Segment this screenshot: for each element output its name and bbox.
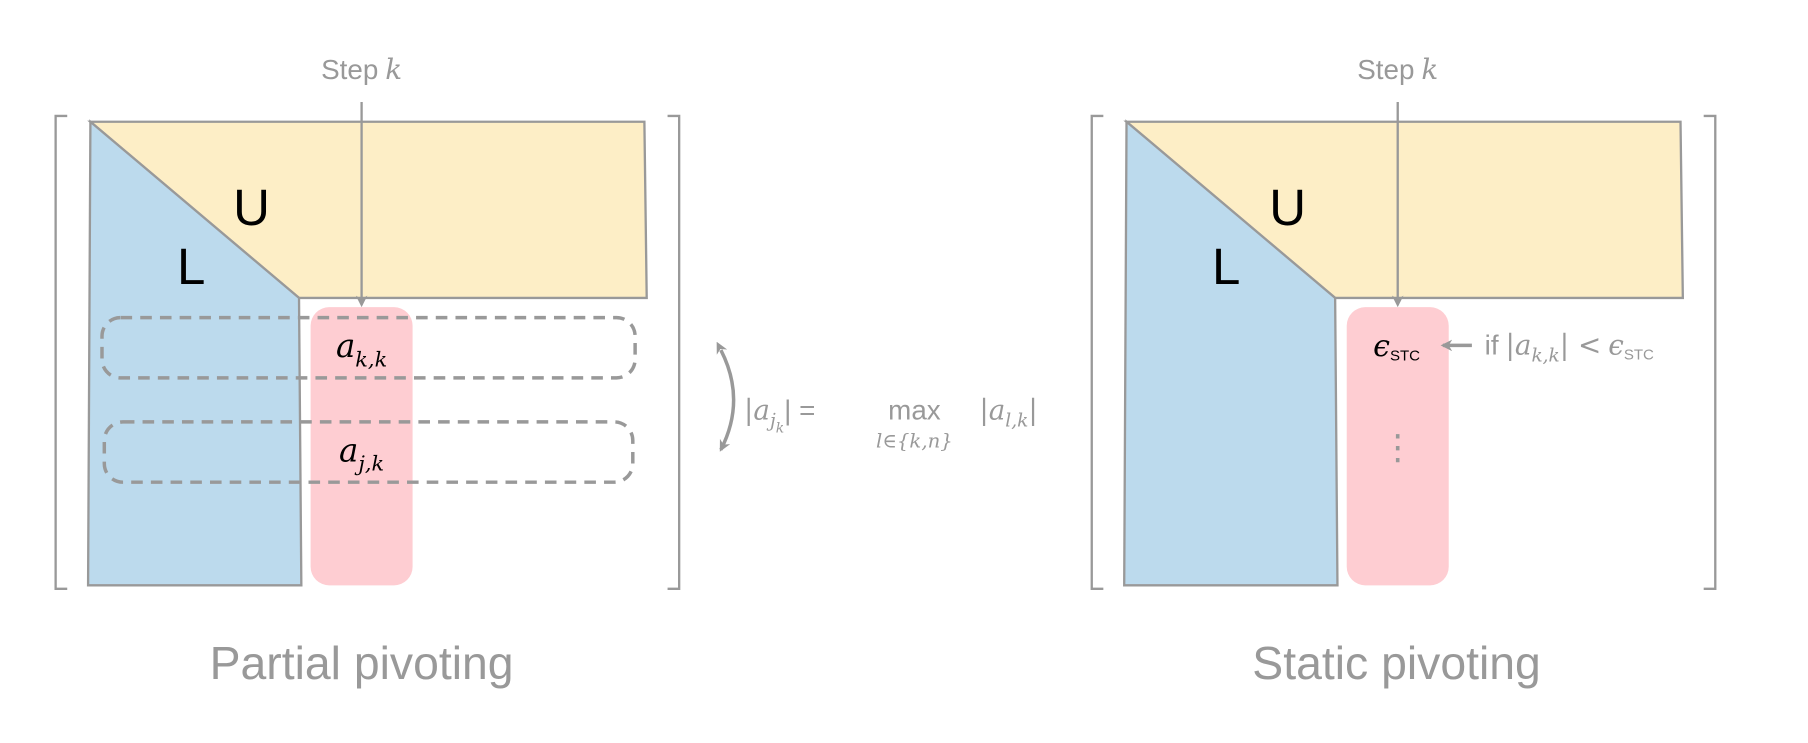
condition-text: if |ak,k| < ϵSTC	[1485, 329, 1654, 367]
svg-text:|al,k|: |al,k|	[979, 394, 1037, 432]
epsilon-stc: ϵSTC	[1373, 329, 1420, 365]
lower-triangular-l	[1123, 119, 1339, 587]
static-pivoting-panel: Step k U L ϵSTC if |ak,k| < ϵSTC ⋮ Stati…	[1090, 53, 1717, 689]
right-bracket	[667, 114, 681, 590]
svg-text:|ajk| =: |ajk| =	[744, 394, 815, 437]
l-label: L	[177, 238, 205, 295]
pivot-column	[1346, 307, 1449, 586]
svg-text:l∈{k,n}: l∈{k,n}	[876, 429, 953, 452]
left-bracket	[1090, 114, 1104, 590]
entry-a-kk: ak,k	[336, 327, 387, 371]
left-bracket	[54, 114, 68, 590]
l-label: L	[1212, 238, 1240, 295]
caption-static-pivoting: Static pivoting	[1252, 637, 1541, 689]
max-formula: |ajk| = max l∈{k,n} |al,k|	[744, 394, 1038, 453]
row-k-highlight	[100, 315, 637, 380]
vertical-dots: ⋮	[1380, 429, 1415, 467]
partial-pivoting-panel: Step k U L ak,k aj,k |ajk| = max l∈{k,n}…	[54, 53, 1038, 689]
swap-arrow-icon	[716, 341, 736, 452]
caption-partial-pivoting: Partial pivoting	[210, 637, 514, 689]
svg-text:max: max	[888, 395, 941, 426]
step-label: Step k	[1357, 53, 1438, 86]
row-j-highlight	[102, 420, 635, 484]
lower-triangular-l	[86, 119, 303, 587]
u-label: U	[233, 179, 270, 236]
u-label: U	[1269, 179, 1306, 236]
step-label: Step k	[321, 53, 402, 86]
right-bracket	[1703, 114, 1717, 590]
entry-a-jk: aj,k	[339, 431, 384, 475]
